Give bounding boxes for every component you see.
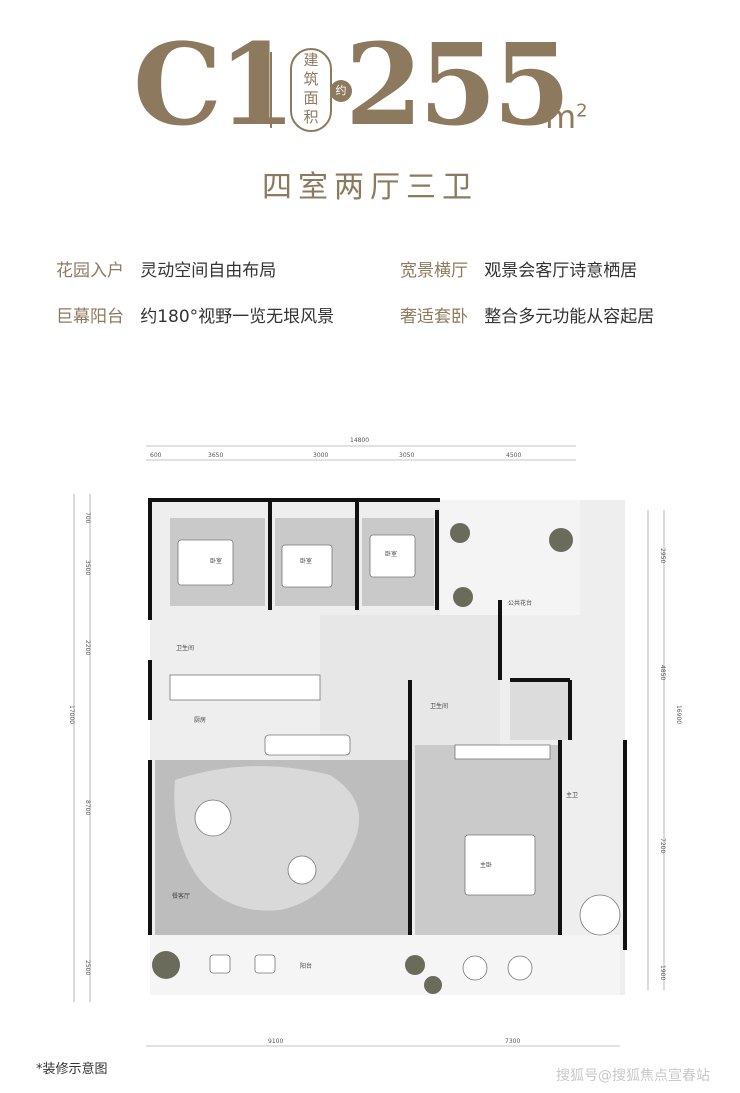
dim-top: 3650 bbox=[208, 452, 223, 459]
feature-label: 花园入户 bbox=[56, 261, 124, 281]
area-label-char: 面 bbox=[303, 89, 319, 107]
feature-4: 奢适套卧 整合多元功能从容起居 bbox=[400, 306, 654, 328]
dim-left: 700 bbox=[84, 512, 91, 524]
dim-top: 3000 bbox=[313, 452, 328, 459]
dim-right: 7200 bbox=[659, 838, 666, 853]
dim-left: 3500 bbox=[84, 560, 91, 575]
feature-1: 花园入户 灵动空间自由布局 bbox=[56, 260, 276, 282]
dim-left: 2200 bbox=[84, 640, 91, 655]
dim-bottom: 7300 bbox=[505, 1038, 520, 1045]
feature-label: 巨幕阳台 bbox=[56, 307, 124, 327]
area-label-char: 积 bbox=[303, 108, 319, 126]
area-unit-base: m bbox=[545, 98, 577, 136]
feature-value: 约180°视野一览无垠风景 bbox=[140, 307, 335, 327]
header: C1 建 筑 面 积 约 255 m2 bbox=[0, 30, 740, 150]
dim-right: 16900 bbox=[675, 705, 682, 724]
approx-badge: 约 bbox=[330, 80, 352, 102]
area-label-char: 筑 bbox=[303, 70, 319, 88]
room-label-balcony: 阳台 bbox=[300, 962, 312, 970]
area-unit-sup: 2 bbox=[576, 100, 588, 122]
room-label-bed1: 卧室 bbox=[210, 557, 222, 565]
area-value: 255 bbox=[345, 20, 571, 151]
dim-top: 600 bbox=[150, 452, 162, 459]
room-label-bath1: 卫生间 bbox=[176, 644, 194, 652]
dim-right: 1900 bbox=[659, 965, 666, 980]
room-label-master: 主卧 bbox=[480, 861, 492, 869]
dim-left: 8700 bbox=[84, 800, 91, 815]
area-label-tag: 建 筑 面 积 bbox=[290, 48, 332, 132]
dim-left: 2500 bbox=[84, 960, 91, 975]
dim-top: 3050 bbox=[399, 452, 414, 459]
dim-bottom: 9100 bbox=[268, 1038, 283, 1045]
dim-right: 4850 bbox=[659, 665, 666, 680]
area-label-char: 建 bbox=[303, 51, 319, 69]
dim-right: 2950 bbox=[659, 548, 666, 563]
furniture bbox=[169, 534, 621, 981]
room-label-kitchen: 厨房 bbox=[194, 716, 206, 724]
feature-2: 宽景横厅 观景会客厅诗意栖居 bbox=[400, 260, 637, 282]
dimension-lines bbox=[73, 445, 665, 1047]
floor-plan: 14800 600 3650 3000 3050 4500 700 3500 2… bbox=[68, 437, 682, 1047]
dim-top: 4500 bbox=[506, 452, 521, 459]
area-unit: m2 bbox=[545, 98, 588, 136]
feature-value: 灵动空间自由布局 bbox=[140, 261, 277, 281]
feature-label: 宽景横厅 bbox=[400, 261, 468, 281]
model-code: C1 bbox=[133, 20, 296, 151]
divider-line bbox=[270, 52, 272, 128]
feature-value: 整合多元功能从容起居 bbox=[484, 307, 655, 327]
dim-left: 17000 bbox=[68, 705, 75, 724]
room-label-bath2: 卫生间 bbox=[430, 702, 448, 710]
feature-label: 奢适套卧 bbox=[400, 307, 468, 327]
room-label-master-bath: 主卫 bbox=[566, 791, 578, 799]
room-label-bed2: 卧室 bbox=[300, 557, 312, 565]
footnote: *装修示意图 bbox=[36, 1062, 108, 1077]
dim-top: 14800 bbox=[350, 437, 369, 444]
feature-value: 观景会客厅诗意栖居 bbox=[484, 261, 638, 281]
walls bbox=[148, 498, 627, 950]
plants bbox=[152, 523, 573, 994]
feature-3: 巨幕阳台 约180°视野一览无垠风景 bbox=[56, 306, 334, 328]
watermark: 搜狐号@搜狐焦点宣春站 bbox=[556, 1068, 710, 1084]
room-label-dining: 餐客厅 bbox=[172, 892, 190, 900]
room-label-garden: 公共花台 bbox=[508, 599, 532, 607]
room-type: 四室两厅三卫 bbox=[262, 170, 478, 205]
room-label-bed3: 卧室 bbox=[385, 550, 397, 558]
